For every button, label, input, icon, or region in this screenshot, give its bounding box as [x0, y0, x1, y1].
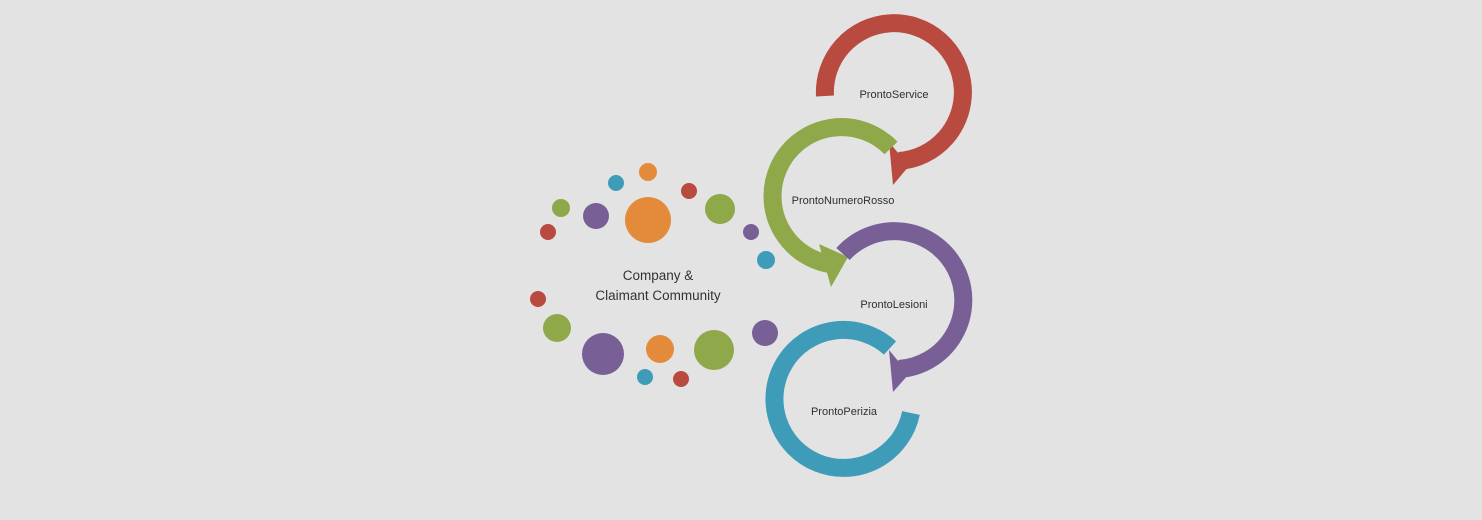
- label-pronto-service: ProntoService: [859, 89, 929, 101]
- dot: [608, 175, 624, 191]
- dot: [673, 371, 689, 387]
- community-dots: [530, 163, 778, 387]
- dot: [530, 291, 546, 307]
- ring-pronto-numero-rosso: [763, 118, 898, 287]
- dot: [625, 197, 671, 243]
- label-pronto-lesioni: ProntoLesioni: [860, 299, 928, 311]
- community-label-line2: Claimant Community: [595, 288, 721, 303]
- ring-pronto-service: [815, 14, 972, 185]
- dot: [705, 194, 735, 224]
- dot: [639, 163, 657, 181]
- dot: [757, 251, 775, 269]
- ring-arc: [765, 321, 920, 477]
- label-pronto-numero-rosso: ProntoNumeroRosso: [791, 195, 895, 207]
- dot: [646, 335, 674, 363]
- community-label-line1: Company &: [622, 268, 694, 283]
- dot: [694, 330, 734, 370]
- dot: [552, 199, 570, 217]
- ring-pronto-perizia: [765, 321, 920, 477]
- dot: [752, 320, 778, 346]
- arrow-head-icon: [889, 350, 909, 392]
- ring-pronto-lesioni: [836, 222, 973, 392]
- dot: [543, 314, 571, 342]
- ring-arc: [763, 118, 898, 274]
- dot: [540, 224, 556, 240]
- label-pronto-perizia: ProntoPerizia: [810, 406, 878, 418]
- dot: [583, 203, 609, 229]
- dot: [743, 224, 759, 240]
- dot: [582, 333, 624, 375]
- dot: [637, 369, 653, 385]
- arrow-head-icon: [819, 244, 848, 287]
- community-label: Company & Claimant Community: [558, 266, 758, 306]
- dot: [681, 183, 697, 199]
- ring-arc: [815, 14, 972, 170]
- arrow-head-icon: [889, 142, 909, 185]
- ring-arc: [836, 222, 973, 378]
